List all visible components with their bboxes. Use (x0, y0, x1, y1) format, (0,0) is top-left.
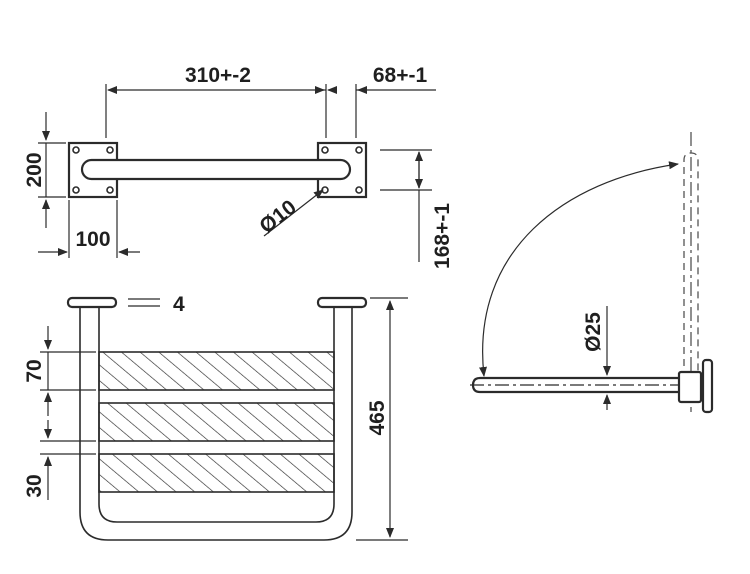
dim-tube-diameter: Ø25 (582, 312, 605, 352)
wall-flange (701, 358, 714, 414)
dim-projection: 168+-1 (431, 203, 454, 269)
top-view: 310+-2 68+-1 200 100 Ø10 168+-1 (23, 64, 454, 269)
slat (98, 453, 335, 493)
dim-width: 310+-2 (185, 64, 251, 87)
slat (98, 402, 335, 442)
front-view: 4 70 30 465 (23, 293, 408, 541)
plate-hole (355, 146, 363, 154)
left-cap (66, 296, 118, 309)
dim-slat-gap: 30 (23, 474, 46, 497)
dim-slat-width: 70 (23, 359, 46, 382)
swing-arc (479, 161, 679, 377)
plate-hole (72, 146, 80, 154)
plate-hole (106, 186, 114, 194)
right-cap (316, 296, 368, 309)
dim-plate-width: 100 (75, 228, 110, 251)
top-rail (80, 158, 352, 181)
plate-hole (355, 186, 363, 194)
dim-hole-diameter: Ø10 (255, 196, 300, 239)
dim-shelf-gap: 4 (173, 293, 185, 316)
dim-total-height: 465 (366, 400, 389, 435)
dim-offset: 68+-1 (373, 64, 428, 87)
side-view: Ø25 (470, 132, 714, 414)
plate-hole (106, 146, 114, 154)
slat (98, 351, 335, 391)
plate-hole (72, 186, 80, 194)
plate-hole (321, 146, 329, 154)
dim-plate-height: 200 (23, 152, 46, 187)
frame-inner (98, 307, 335, 523)
frame-outer (79, 307, 353, 541)
hinge-bracket (677, 370, 703, 404)
